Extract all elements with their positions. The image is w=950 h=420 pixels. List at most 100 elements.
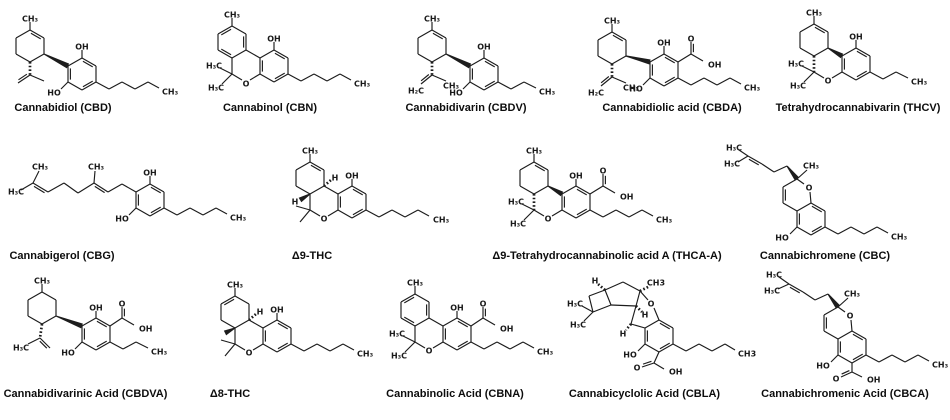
svg-text:H₃C: H₃C — [510, 220, 526, 229]
svg-text:O: O — [648, 300, 655, 309]
svg-text:OH: OH — [143, 169, 157, 178]
molecule-label: Δ9-THC — [291, 250, 333, 262]
molecule-label: Cannabichromenic Acid (CBCA) — [761, 388, 929, 400]
molecule-label: Cannabicyclolic Acid (CBLA) — [568, 388, 721, 400]
svg-text:CH₃: CH₃ — [433, 216, 450, 225]
svg-text:H: H — [620, 330, 627, 339]
svg-text:HO: HO — [775, 234, 789, 243]
svg-text:CH₃: CH₃ — [162, 88, 179, 97]
svg-text:O: O — [426, 347, 433, 356]
svg-text:H: H — [642, 311, 649, 320]
svg-text:CH₃: CH₃ — [227, 281, 244, 290]
svg-text:CH₃: CH₃ — [151, 348, 168, 357]
svg-text:OH: OH — [569, 172, 583, 181]
svg-text:O: O — [480, 300, 487, 309]
svg-text:CH₃: CH₃ — [932, 361, 949, 370]
svg-text:CH3: CH3 — [738, 350, 756, 359]
svg-text:CH₃: CH₃ — [424, 15, 441, 24]
svg-text:CH₃: CH₃ — [539, 88, 556, 97]
svg-text:H₂C: H₂C — [588, 89, 604, 98]
svg-text:HO: HO — [449, 89, 463, 98]
svg-text:H₃C: H₃C — [724, 160, 740, 169]
svg-text:OH: OH — [500, 325, 514, 334]
molecule-label: Δ9-Tetrahydrocannabinolic acid A (THCA-A… — [492, 250, 722, 262]
svg-text:OH: OH — [867, 376, 881, 385]
svg-text:CH₃: CH₃ — [656, 216, 673, 225]
svg-text:H₃C: H₃C — [391, 352, 407, 361]
svg-text:HO: HO — [623, 351, 637, 360]
svg-text:OH: OH — [849, 33, 863, 42]
molecule-label: Cannabidivarinic Acid (CBDVA) — [3, 388, 168, 400]
molecule-label: Cannabinol (CBN) — [222, 102, 318, 114]
molecule-label: Cannabidiolic acid (CBDA) — [602, 102, 742, 114]
svg-text:O: O — [246, 349, 253, 358]
svg-text:OH: OH — [620, 193, 634, 202]
svg-text:CH₃: CH₃ — [230, 214, 247, 223]
svg-text:O: O — [243, 80, 250, 89]
svg-text:H₃C: H₃C — [389, 330, 405, 339]
svg-text:H₃C: H₃C — [788, 60, 804, 69]
svg-text:CH₃: CH₃ — [803, 162, 820, 171]
svg-text:CH₃: CH₃ — [407, 279, 424, 288]
svg-text:H₃C: H₃C — [726, 144, 742, 153]
svg-text:OH: OH — [708, 61, 722, 70]
svg-text:H₃C: H₃C — [206, 62, 222, 71]
svg-text:H₃C: H₃C — [764, 287, 780, 296]
svg-text:O: O — [847, 312, 854, 321]
molecule-label: Δ8-THC — [209, 388, 251, 400]
svg-text:H₃C: H₃C — [790, 82, 806, 91]
svg-text:H₃C: H₃C — [567, 300, 583, 309]
svg-text:OH: OH — [89, 304, 103, 313]
svg-text:H₃C: H₃C — [766, 271, 782, 280]
svg-text:OH: OH — [450, 304, 464, 313]
svg-text:OH: OH — [267, 35, 281, 44]
svg-text:HO: HO — [816, 362, 830, 371]
svg-text:OH: OH — [75, 43, 89, 52]
svg-text:CH₃: CH₃ — [604, 17, 621, 26]
svg-text:OH: OH — [657, 39, 671, 48]
svg-text:O: O — [806, 184, 813, 193]
svg-text:HO: HO — [629, 85, 643, 94]
molecule-label: Cannabidiol (CBD) — [14, 102, 112, 114]
svg-text:H: H — [292, 198, 299, 207]
svg-text:O: O — [688, 35, 695, 44]
svg-text:O: O — [545, 215, 552, 224]
svg-text:CH₃: CH₃ — [806, 9, 823, 18]
svg-text:CH₃: CH₃ — [22, 15, 39, 24]
svg-text:HO: HO — [115, 215, 129, 224]
svg-text:CH₃: CH₃ — [911, 78, 928, 87]
svg-text:CH₃: CH₃ — [623, 84, 640, 93]
molecule-label: Cannabidivarin (CBDV) — [405, 102, 527, 114]
svg-text:O: O — [600, 167, 607, 176]
svg-text:O: O — [833, 375, 840, 384]
svg-text:CH₃: CH₃ — [32, 163, 49, 172]
svg-text:OH: OH — [477, 43, 491, 52]
svg-text:H₃C: H₃C — [208, 84, 224, 93]
svg-text:H: H — [332, 174, 339, 183]
molecule-label: Cannabichromene (CBC) — [759, 250, 891, 262]
molecule-label: Cannabinolic Acid (CBNA) — [386, 388, 524, 400]
svg-text:CH₃: CH₃ — [443, 82, 460, 91]
svg-text:CH₃: CH₃ — [526, 147, 543, 156]
svg-text:OH: OH — [270, 306, 284, 315]
